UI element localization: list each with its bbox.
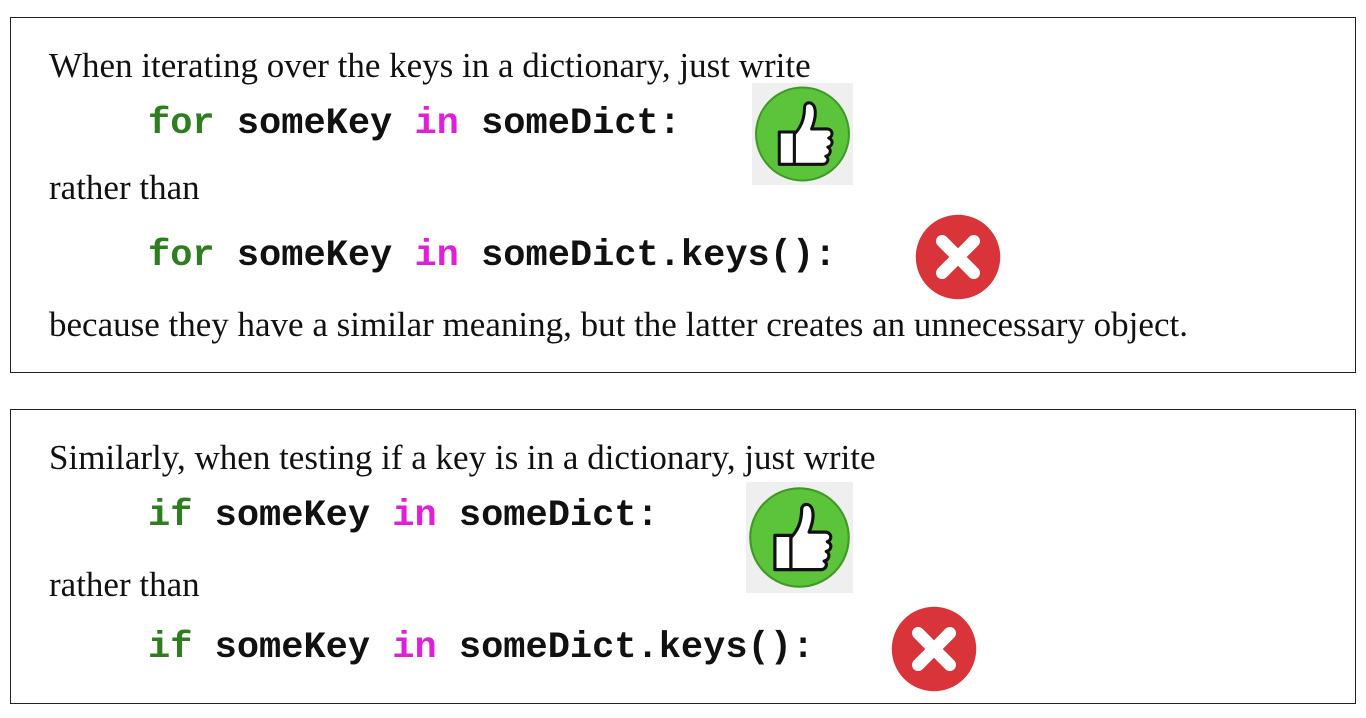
tip-box-iterate: When iterating over the keys in a dictio…	[10, 17, 1356, 373]
good-code-line: if someKey in someDict:	[148, 498, 659, 535]
keyword-in: in	[414, 235, 459, 277]
code-var: someKey	[192, 627, 393, 669]
code-var: someKey	[192, 495, 393, 537]
keyword-in: in	[392, 495, 437, 537]
tip-box-membership: Similarly, when testing if a key is in a…	[10, 409, 1356, 704]
intro-text: Similarly, when testing if a key is in a…	[49, 438, 876, 477]
rather-than-text: rather than	[49, 565, 200, 604]
intro-text: When iterating over the keys in a dictio…	[49, 46, 811, 85]
bad-code-line: for someKey in someDict.keys():	[148, 238, 836, 275]
keyword-if: if	[148, 627, 193, 669]
rather-than-text: rather than	[49, 168, 200, 207]
x-mark-icon	[890, 605, 978, 693]
code-rest: someDict:	[458, 103, 681, 145]
keyword-for: for	[148, 103, 215, 145]
code-rest: someDict:	[436, 495, 659, 537]
code-var: someKey	[214, 103, 415, 145]
keyword-if: if	[148, 495, 193, 537]
thumbs-up-icon	[746, 482, 853, 593]
x-mark-icon	[914, 213, 1002, 301]
good-code-line: for someKey in someDict:	[148, 106, 681, 143]
keyword-in: in	[414, 103, 459, 145]
code-rest: someDict.keys():	[436, 627, 815, 669]
keyword-in: in	[392, 627, 437, 669]
code-var: someKey	[214, 235, 415, 277]
keyword-for: for	[148, 235, 215, 277]
bad-code-line: if someKey in someDict.keys():	[148, 630, 814, 667]
reason-text: because they have a similar meaning, but…	[49, 305, 1188, 344]
code-rest: someDict.keys():	[458, 235, 837, 277]
thumbs-up-icon	[752, 83, 853, 185]
